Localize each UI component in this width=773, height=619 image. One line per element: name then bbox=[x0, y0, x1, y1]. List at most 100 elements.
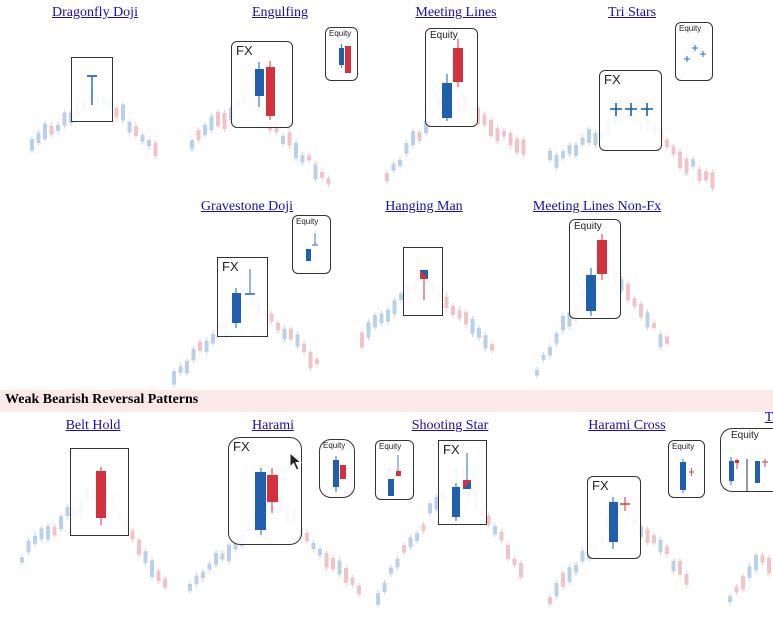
background-candle bbox=[457, 310, 462, 319]
background-candle bbox=[428, 503, 432, 514]
background-candle bbox=[508, 132, 513, 146]
background-candle bbox=[567, 567, 572, 583]
pattern-box-next-equity: Equity bbox=[720, 428, 773, 492]
background-candle bbox=[318, 548, 322, 556]
tri-stars-equity-icon bbox=[684, 45, 706, 62]
engulfing-fx-candles-icon bbox=[255, 61, 275, 120]
background-candle bbox=[357, 585, 361, 595]
background-candle bbox=[554, 333, 559, 344]
background-candle bbox=[548, 597, 552, 605]
background-candle bbox=[587, 128, 591, 143]
background-candle bbox=[178, 366, 183, 373]
background-candle bbox=[302, 343, 306, 353]
title-engulfing[interactable]: Engulfing bbox=[252, 5, 308, 20]
background-candle bbox=[203, 124, 207, 136]
background-candle bbox=[515, 138, 519, 153]
title-dragonfly-doji[interactable]: Dragonfly Doji bbox=[52, 5, 138, 20]
pattern-box-harami-cross-equity: Equity bbox=[668, 440, 705, 498]
background-candle bbox=[691, 159, 695, 167]
background-candle bbox=[476, 107, 480, 125]
background-candle bbox=[567, 145, 572, 154]
background-candle bbox=[39, 528, 44, 540]
background-candle bbox=[658, 334, 663, 348]
background-candle bbox=[46, 526, 50, 540]
background-candle bbox=[734, 586, 739, 593]
background-candle bbox=[477, 327, 481, 338]
title-truncated[interactable]: T bbox=[764, 410, 773, 425]
box-label: Equity bbox=[379, 442, 402, 451]
background-candle bbox=[194, 575, 199, 585]
background-candle bbox=[209, 116, 214, 131]
pattern-box-tri-stars-fx: FX bbox=[599, 70, 662, 151]
background-candle bbox=[134, 126, 138, 137]
background-candle bbox=[754, 554, 758, 571]
background-candle bbox=[678, 151, 682, 169]
title-shooting-star[interactable]: Shooting Star bbox=[411, 418, 489, 433]
background-candle bbox=[65, 507, 70, 516]
box-label: Equity bbox=[329, 29, 352, 38]
title-gravestone-doji[interactable]: Gravestone Doji bbox=[200, 199, 294, 214]
background-candle bbox=[684, 158, 689, 174]
background-candle bbox=[185, 360, 189, 374]
harami-equity-candles-icon bbox=[333, 456, 346, 492]
background-candle bbox=[191, 348, 196, 361]
background-candle bbox=[493, 525, 497, 535]
box-label: FX bbox=[443, 442, 460, 457]
background-candle bbox=[52, 526, 57, 536]
background-candle bbox=[541, 354, 546, 360]
title-harami-cross[interactable]: Harami Cross bbox=[588, 418, 666, 433]
background-candle bbox=[26, 540, 31, 553]
background-candle bbox=[767, 557, 771, 574]
pattern-box-meeting-lines-non-fx: Equity bbox=[569, 219, 621, 319]
pattern-box-tri-stars-equity: Equity bbox=[675, 22, 713, 81]
background-candle bbox=[389, 567, 393, 574]
hanging-man-candle-icon bbox=[420, 270, 428, 300]
background-candle bbox=[652, 535, 656, 544]
background-candle bbox=[451, 305, 455, 316]
background-candle bbox=[386, 309, 390, 322]
background-candle bbox=[62, 112, 67, 126]
background-candle bbox=[30, 139, 34, 151]
background-candle bbox=[499, 531, 504, 541]
title-belt-hold[interactable]: Belt Hold bbox=[65, 418, 121, 433]
pattern-box-gravestone-doji-fx: FX bbox=[217, 257, 268, 337]
background-candle bbox=[593, 133, 598, 146]
title-meeting-lines-non-fx[interactable]: Meeting Lines Non-Fx bbox=[532, 199, 662, 214]
background-candle bbox=[222, 112, 227, 130]
background-candle bbox=[140, 135, 145, 142]
background-candle bbox=[580, 137, 585, 145]
background-candle bbox=[114, 108, 119, 118]
harami-fx-candles-icon bbox=[255, 468, 278, 535]
title-hanging-man[interactable]: Hanging Man bbox=[385, 199, 463, 214]
background-candle bbox=[121, 104, 125, 121]
background-candle bbox=[486, 515, 491, 525]
background-candle bbox=[548, 150, 552, 161]
background-candle bbox=[561, 151, 565, 159]
background-candle bbox=[554, 154, 559, 168]
background-candle bbox=[315, 359, 319, 365]
title-harami[interactable]: Harami bbox=[252, 418, 294, 433]
background-candle bbox=[535, 369, 539, 376]
title-tri-stars[interactable]: Tri Stars bbox=[607, 5, 657, 20]
gravestone-doji-fx-icon bbox=[232, 269, 255, 328]
background-candle bbox=[580, 550, 585, 562]
background-candle bbox=[373, 314, 377, 328]
pattern-box-engulfing-equity: Equity bbox=[325, 27, 358, 81]
background-candle bbox=[313, 164, 318, 180]
background-candle bbox=[59, 515, 63, 530]
background-candle bbox=[574, 564, 578, 573]
background-candle bbox=[561, 572, 565, 587]
background-candle bbox=[404, 143, 409, 154]
section-heading: Weak Bearish Reversal Patterns bbox=[5, 392, 199, 407]
background-candle bbox=[43, 123, 47, 140]
background-candle bbox=[360, 332, 364, 348]
background-candle bbox=[645, 312, 650, 328]
pattern-box-dragonfly-doji bbox=[71, 57, 113, 122]
background-candle bbox=[276, 322, 280, 331]
background-candle bbox=[300, 155, 305, 163]
background-candle bbox=[619, 279, 624, 291]
background-candle bbox=[408, 537, 413, 548]
background-candle bbox=[320, 172, 324, 178]
box-label: FX bbox=[236, 43, 253, 58]
title-meeting-lines[interactable]: Meeting Lines bbox=[415, 5, 497, 20]
